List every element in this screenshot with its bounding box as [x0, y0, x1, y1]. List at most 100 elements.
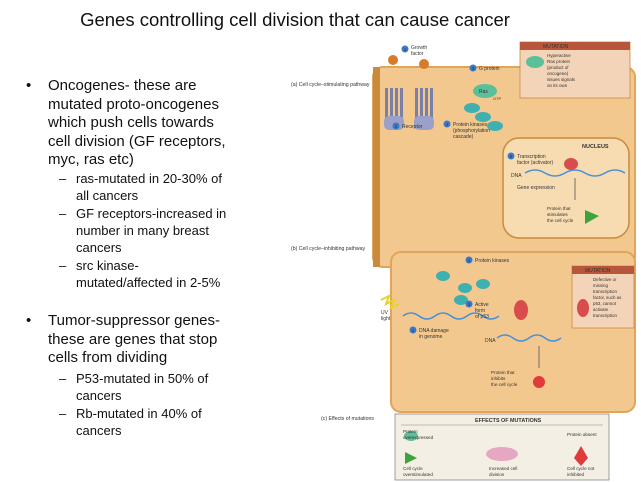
overexpressed-ras-icon	[404, 431, 418, 441]
mutation-b-line: Defective or	[593, 277, 617, 282]
step-number-2b	[465, 256, 473, 264]
mutation-box-b-header	[572, 266, 634, 274]
cell-cycle-over-label: overstimulated	[403, 472, 433, 477]
growth-factor-label: Growth	[411, 45, 427, 51]
cell-cycle-not-inhibited-icon	[574, 446, 588, 466]
panel-c-label: (c) Effects of mutations	[321, 416, 374, 422]
bullet-line: these are genes that stop	[48, 330, 218, 348]
step-number-1b	[409, 326, 417, 334]
sub-bullet-ras: – ras-mutated in 20-30% of all cancers	[59, 170, 276, 204]
step-number-label: 3	[468, 302, 471, 307]
g-protein-label: G protein	[479, 66, 500, 72]
bullet-line: Oncogenes- these are	[48, 77, 197, 94]
defective-p53-icon	[577, 299, 589, 317]
mutation-b-line: transcription	[593, 313, 617, 318]
active-p53-label: form	[475, 308, 485, 314]
mutation-b-line: p53, cannot	[593, 301, 617, 306]
sub-bullet-line: Rb-mutated in 40% of	[76, 406, 202, 421]
ras-protein-icon	[473, 84, 497, 98]
kinase-icon	[476, 279, 490, 289]
receptor-label: Receptor	[402, 124, 423, 130]
damaged-dna-icon	[402, 312, 500, 320]
sub-bullet-line: GF receptors-increased in	[76, 206, 227, 221]
mutation-b-line: missing	[593, 283, 608, 288]
kinase-icon	[464, 103, 480, 113]
stimulating-protein-icon	[585, 210, 599, 224]
sub-bullet-p53: – P53-mutated in 50% of cancers	[59, 370, 276, 404]
panel-a-label: (a) Cell cycle–stimulating pathway	[291, 82, 370, 88]
step-number-label: 5	[510, 154, 513, 159]
mutation-a-line: Hyperactive	[547, 53, 571, 58]
dna-label: DNA	[511, 173, 522, 179]
sub-bullet-rb: – Rb-mutated in 40% of cancers	[59, 405, 276, 439]
protein-stimulates-label: stimulates	[547, 212, 568, 217]
bullet-line: cell division (GF receptors,	[48, 132, 226, 150]
increased-division-label: division	[489, 472, 505, 477]
step-number-label: 4	[446, 122, 449, 127]
mutation-b-line: activate	[593, 307, 609, 312]
mutation-a-line: Ras protein	[547, 59, 571, 64]
sub-bullet-line: cancers	[76, 388, 122, 403]
cell-cycle-not-label: inhibited	[567, 472, 585, 477]
dna-damage-label: in genome	[419, 334, 443, 340]
mutation-box-a	[519, 41, 631, 99]
bullet-line: myc, ras etc)	[48, 151, 134, 168]
step-number-1	[401, 45, 409, 53]
dna-strand-b	[496, 334, 562, 342]
step-number-2	[392, 122, 400, 130]
protein-overexpressed-label: Protein	[403, 429, 418, 434]
ras-label: Ras	[479, 89, 488, 95]
transcription-factor-icon	[564, 158, 578, 170]
step-number-label: 1	[412, 328, 415, 333]
step-number-4	[443, 120, 451, 128]
protein-overexpressed-label: overexpressed	[403, 435, 434, 440]
mutation-a-line: oncogene)	[547, 71, 569, 76]
mutation-a-line: (product of	[547, 65, 569, 70]
cell-cycle-over-icon	[405, 452, 417, 464]
gtp-label: GTP	[493, 96, 502, 101]
uv-label: UV	[381, 310, 389, 316]
sub-bullet-marker: –	[59, 406, 67, 421]
step-number-label: 2	[395, 124, 398, 129]
cell-signaling-figure: (a) Cell cycle–stimulating pathway 1 Gro…	[291, 41, 636, 481]
inhibiting-protein-icon	[533, 376, 545, 388]
protein-stimulates-label: Protein that	[547, 206, 571, 211]
effects-header: EFFECTS OF MUTATIONS	[475, 418, 542, 424]
mutation-b-line: transcription	[593, 289, 617, 294]
sub-bullet-src: – src kinase- mutated/affected in 2-5%	[59, 257, 276, 291]
protein-absent-label: Protein absent	[567, 432, 597, 437]
sub-bullet-marker: –	[59, 206, 67, 221]
transcription-factor-label: Transcription	[517, 154, 546, 160]
hyperactive-ras-icon	[526, 56, 544, 68]
sub-bullet-line: P53-mutated in 50% of	[76, 371, 209, 386]
mutation-a-line: on its own	[547, 83, 568, 88]
bullet-tumor-suppressor: • Tumor-suppressor genes- these are gene…	[26, 312, 278, 368]
protein-kinases-b-label: Protein kinases	[475, 258, 510, 264]
gene-expression-label: Gene expression	[517, 185, 555, 191]
sub-bullet-marker: –	[59, 258, 67, 273]
growth-factor-icon	[419, 59, 429, 69]
growth-factor-label: factor	[411, 51, 424, 57]
increased-division-label: Increased cell	[489, 466, 517, 471]
mutation-a-title: MUTATION	[543, 44, 569, 50]
membrane-a	[373, 67, 380, 267]
growth-factor-icon	[388, 55, 398, 65]
bullet-marker: •	[26, 77, 32, 94]
mutation-box-b	[571, 265, 635, 329]
sub-bullet-line: number in many breast	[76, 223, 209, 238]
bullet-line: Tumor-suppressor genes-	[48, 312, 221, 329]
protein-kinases-label: Protein kinases	[453, 122, 488, 128]
step-number-5	[507, 152, 515, 160]
kinase-icon	[475, 112, 491, 122]
dna-b-label: DNA	[485, 338, 496, 344]
cell-cycle-over-label: Cell cycle	[403, 466, 423, 471]
sub-bullet-marker: –	[59, 171, 67, 186]
step-number-3	[469, 64, 477, 72]
mutation-box-a-header	[520, 42, 630, 50]
protein-kinases-label: cascade)	[453, 134, 474, 140]
active-p53-label: Active	[475, 302, 489, 308]
step-number-label: 2	[468, 258, 471, 263]
protein-inhibits-label: inhibits	[491, 376, 506, 381]
sub-bullet-line: ras-mutated in 20-30% of	[76, 171, 222, 186]
active-p53-label: of p53	[475, 314, 489, 320]
